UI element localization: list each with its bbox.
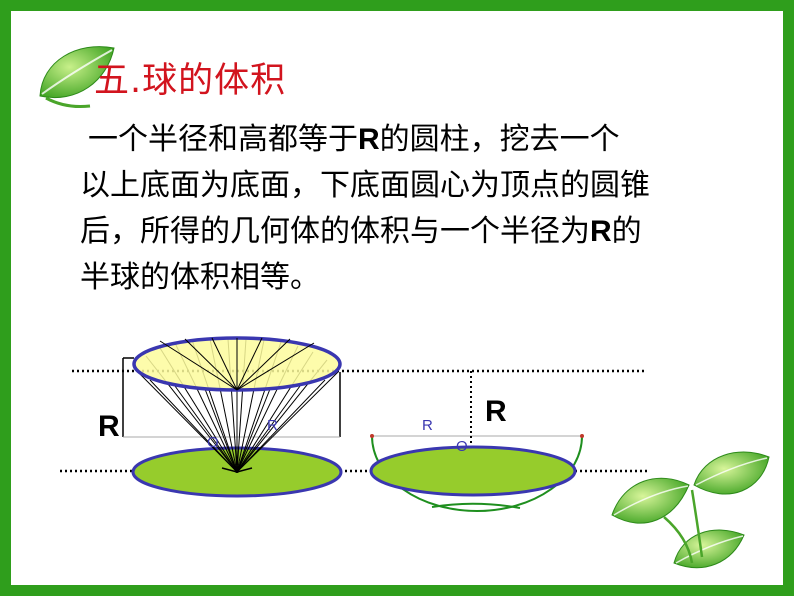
cone-top-spokes	[159, 337, 315, 391]
right-center-label: O	[456, 438, 468, 455]
paragraph-line-1: 一个半径和高都等于R的圆柱，挖去一个	[80, 117, 760, 163]
paragraph-line-3: 后，所得的几何体的体积与一个半径为R的	[80, 209, 760, 255]
leaf-icon	[39, 46, 115, 108]
radius-symbol: R	[358, 123, 380, 156]
text-segment: 的	[611, 214, 642, 249]
hemisphere-section	[369, 445, 577, 497]
radius-symbol: R	[590, 215, 612, 248]
leaves-icon	[611, 451, 770, 569]
paragraph-line-2: 以上底面为底面，下底面圆心为顶点的圆锥	[80, 168, 650, 203]
paragraph-line-4: 半球的体积相等。	[80, 260, 320, 295]
left-center-label: O	[207, 434, 219, 451]
cylinder-minus-cone: R R O	[98, 336, 343, 498]
slide-title: 五.球的体积	[94, 61, 287, 101]
text-segment: 一个半径和高都等于	[88, 122, 358, 157]
body-paragraph: 一个半径和高都等于R的圆柱，挖去一个 以上底面为底面，下底面圆心为顶点的圆锥 后…	[80, 117, 760, 301]
right-radius-label: R	[485, 395, 507, 428]
right-small-r-label: R	[422, 417, 433, 434]
hemisphere: R R O	[369, 371, 584, 512]
text-segment: 后，所得的几何体的体积与一个半径为	[80, 214, 590, 249]
left-small-r-label: R	[267, 417, 278, 434]
left-radius-label: R	[98, 410, 120, 443]
text-segment: 的圆柱，挖去一个	[379, 122, 620, 157]
